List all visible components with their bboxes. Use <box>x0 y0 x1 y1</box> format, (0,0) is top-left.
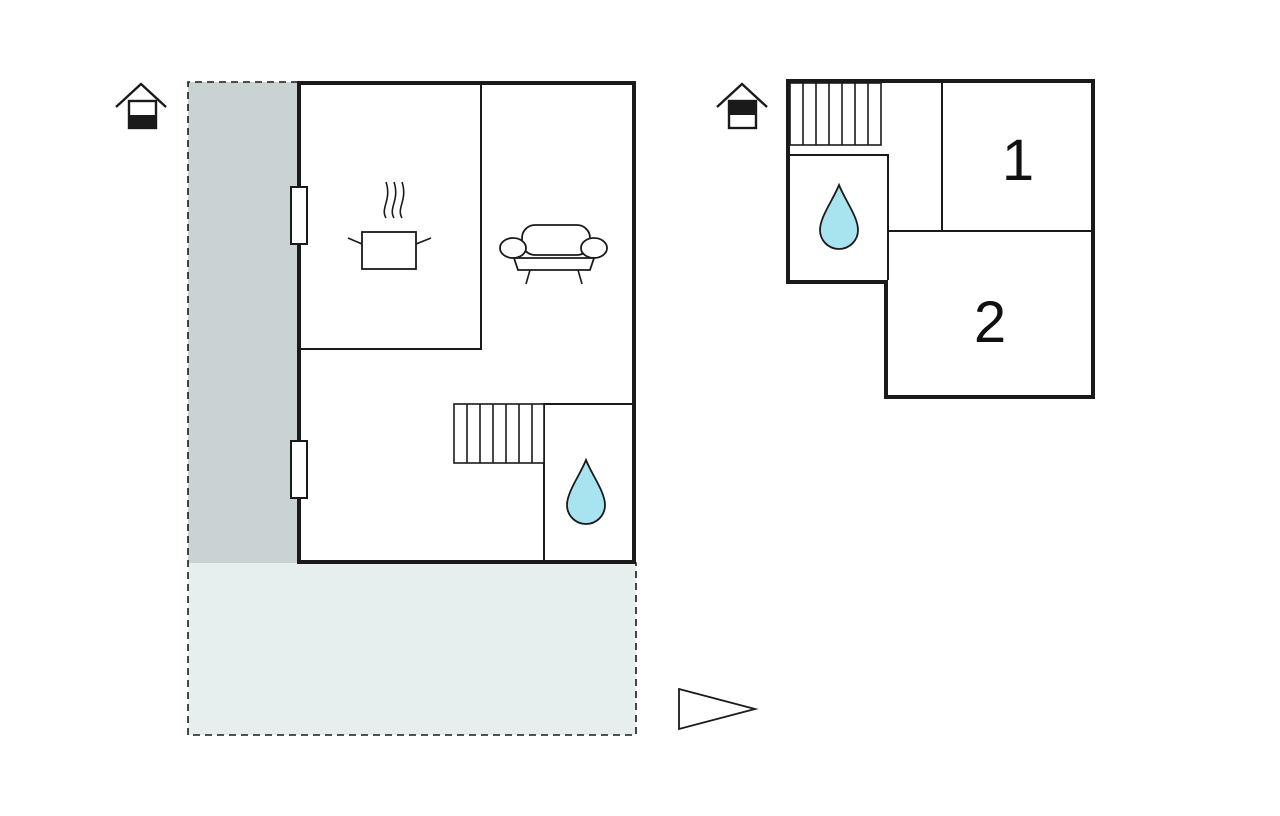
open-terrace <box>188 563 636 735</box>
window-upper <box>290 186 308 245</box>
covered-terrace <box>188 82 298 563</box>
floor-level-upper-icon <box>716 82 768 130</box>
ground-floor-plan <box>115 81 637 736</box>
cooking-pot-icon <box>347 181 432 270</box>
direction-arrow-icon <box>678 687 759 731</box>
upper-floor-outer-wall <box>786 79 1095 399</box>
staircase-icon <box>453 403 545 464</box>
sofa-icon <box>499 224 608 285</box>
water-drop-icon <box>819 182 859 250</box>
ground-floor-outer-wall <box>297 81 636 564</box>
room-label-1: 1 <box>1002 128 1034 193</box>
floor-level-ground-icon <box>115 82 167 130</box>
kitchen-partition <box>300 84 482 350</box>
water-drop-icon <box>566 457 606 525</box>
terrace-dashed-outline <box>187 81 637 736</box>
window-lower <box>290 440 308 499</box>
upper-floor-plan: 1 2 <box>716 79 1095 399</box>
bathroom-partition-upper <box>790 154 889 280</box>
room-label-2: 2 <box>974 290 1006 355</box>
staircase-icon <box>789 82 882 146</box>
